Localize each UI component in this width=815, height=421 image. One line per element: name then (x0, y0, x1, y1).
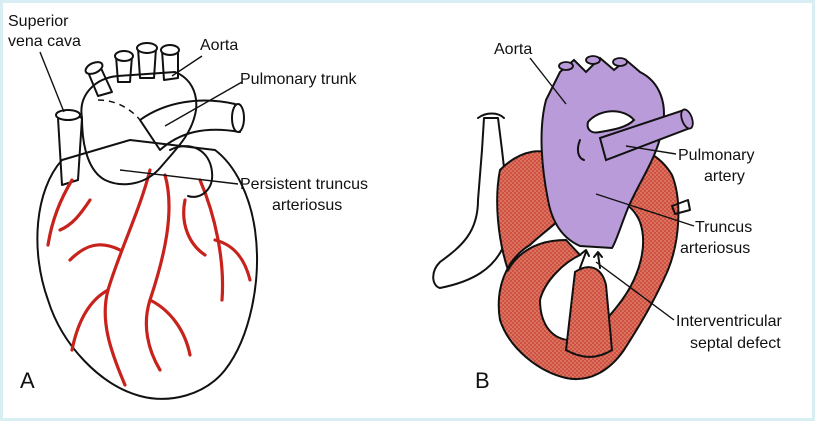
left-atrium (169, 145, 214, 198)
label-pulmonary-artery-1: Pulmonary (678, 147, 754, 164)
arch-inner (586, 110, 636, 134)
svc-opening (55, 109, 81, 121)
label-septal-defect-2: septal defect (690, 335, 781, 352)
label-truncus-1: Truncus (695, 219, 752, 236)
fusion-line (97, 99, 141, 121)
label-persistent-truncus-2: arteriosus (272, 197, 342, 214)
leader-pulmonary-artery (625, 145, 677, 155)
panel-a-labels: Superior vena cava Aorta Pulmonary trunk… (8, 13, 368, 393)
label-septal-defect-1: Interventricular (676, 313, 782, 330)
pulmonary-trunk-vessel (139, 99, 241, 151)
leader-aorta-b (529, 57, 567, 105)
heart-body (36, 139, 258, 400)
leader-aorta-a (171, 55, 203, 77)
leader-septal-defect (595, 261, 675, 321)
interventricular-septum (564, 266, 614, 358)
label-superior-vena-cava-1: Superior (8, 13, 69, 30)
leader-pulmonary-trunk (164, 81, 243, 127)
label-aorta-a: Aorta (200, 37, 238, 54)
label-superior-vena-cava-2: vena cava (8, 33, 81, 50)
label-aorta-b: Aorta (494, 41, 532, 58)
panel-a-heart (36, 42, 258, 400)
label-pulmonary-artery-2: artery (704, 168, 745, 185)
truncus-arteriosus-vessel (540, 56, 665, 250)
panel-letter-a: A (20, 368, 35, 393)
leader-persistent-truncus (119, 169, 239, 185)
panel-b-labels: Aorta Pulmonary artery Truncus arteriosu… (475, 41, 782, 393)
label-persistent-truncus-1: Persistent truncus (240, 176, 368, 193)
label-truncus-2: arteriosus (680, 240, 750, 257)
superior-vena-cava-vessel (57, 111, 83, 186)
leader-svc (39, 51, 65, 113)
leader-truncus (595, 193, 695, 227)
label-pulmonary-trunk: Pulmonary trunk (240, 71, 357, 88)
persistent-truncus (80, 71, 198, 186)
panel-b-heart (432, 55, 694, 381)
coronary-arteries (46, 168, 252, 387)
panel-letter-b: B (475, 368, 490, 393)
